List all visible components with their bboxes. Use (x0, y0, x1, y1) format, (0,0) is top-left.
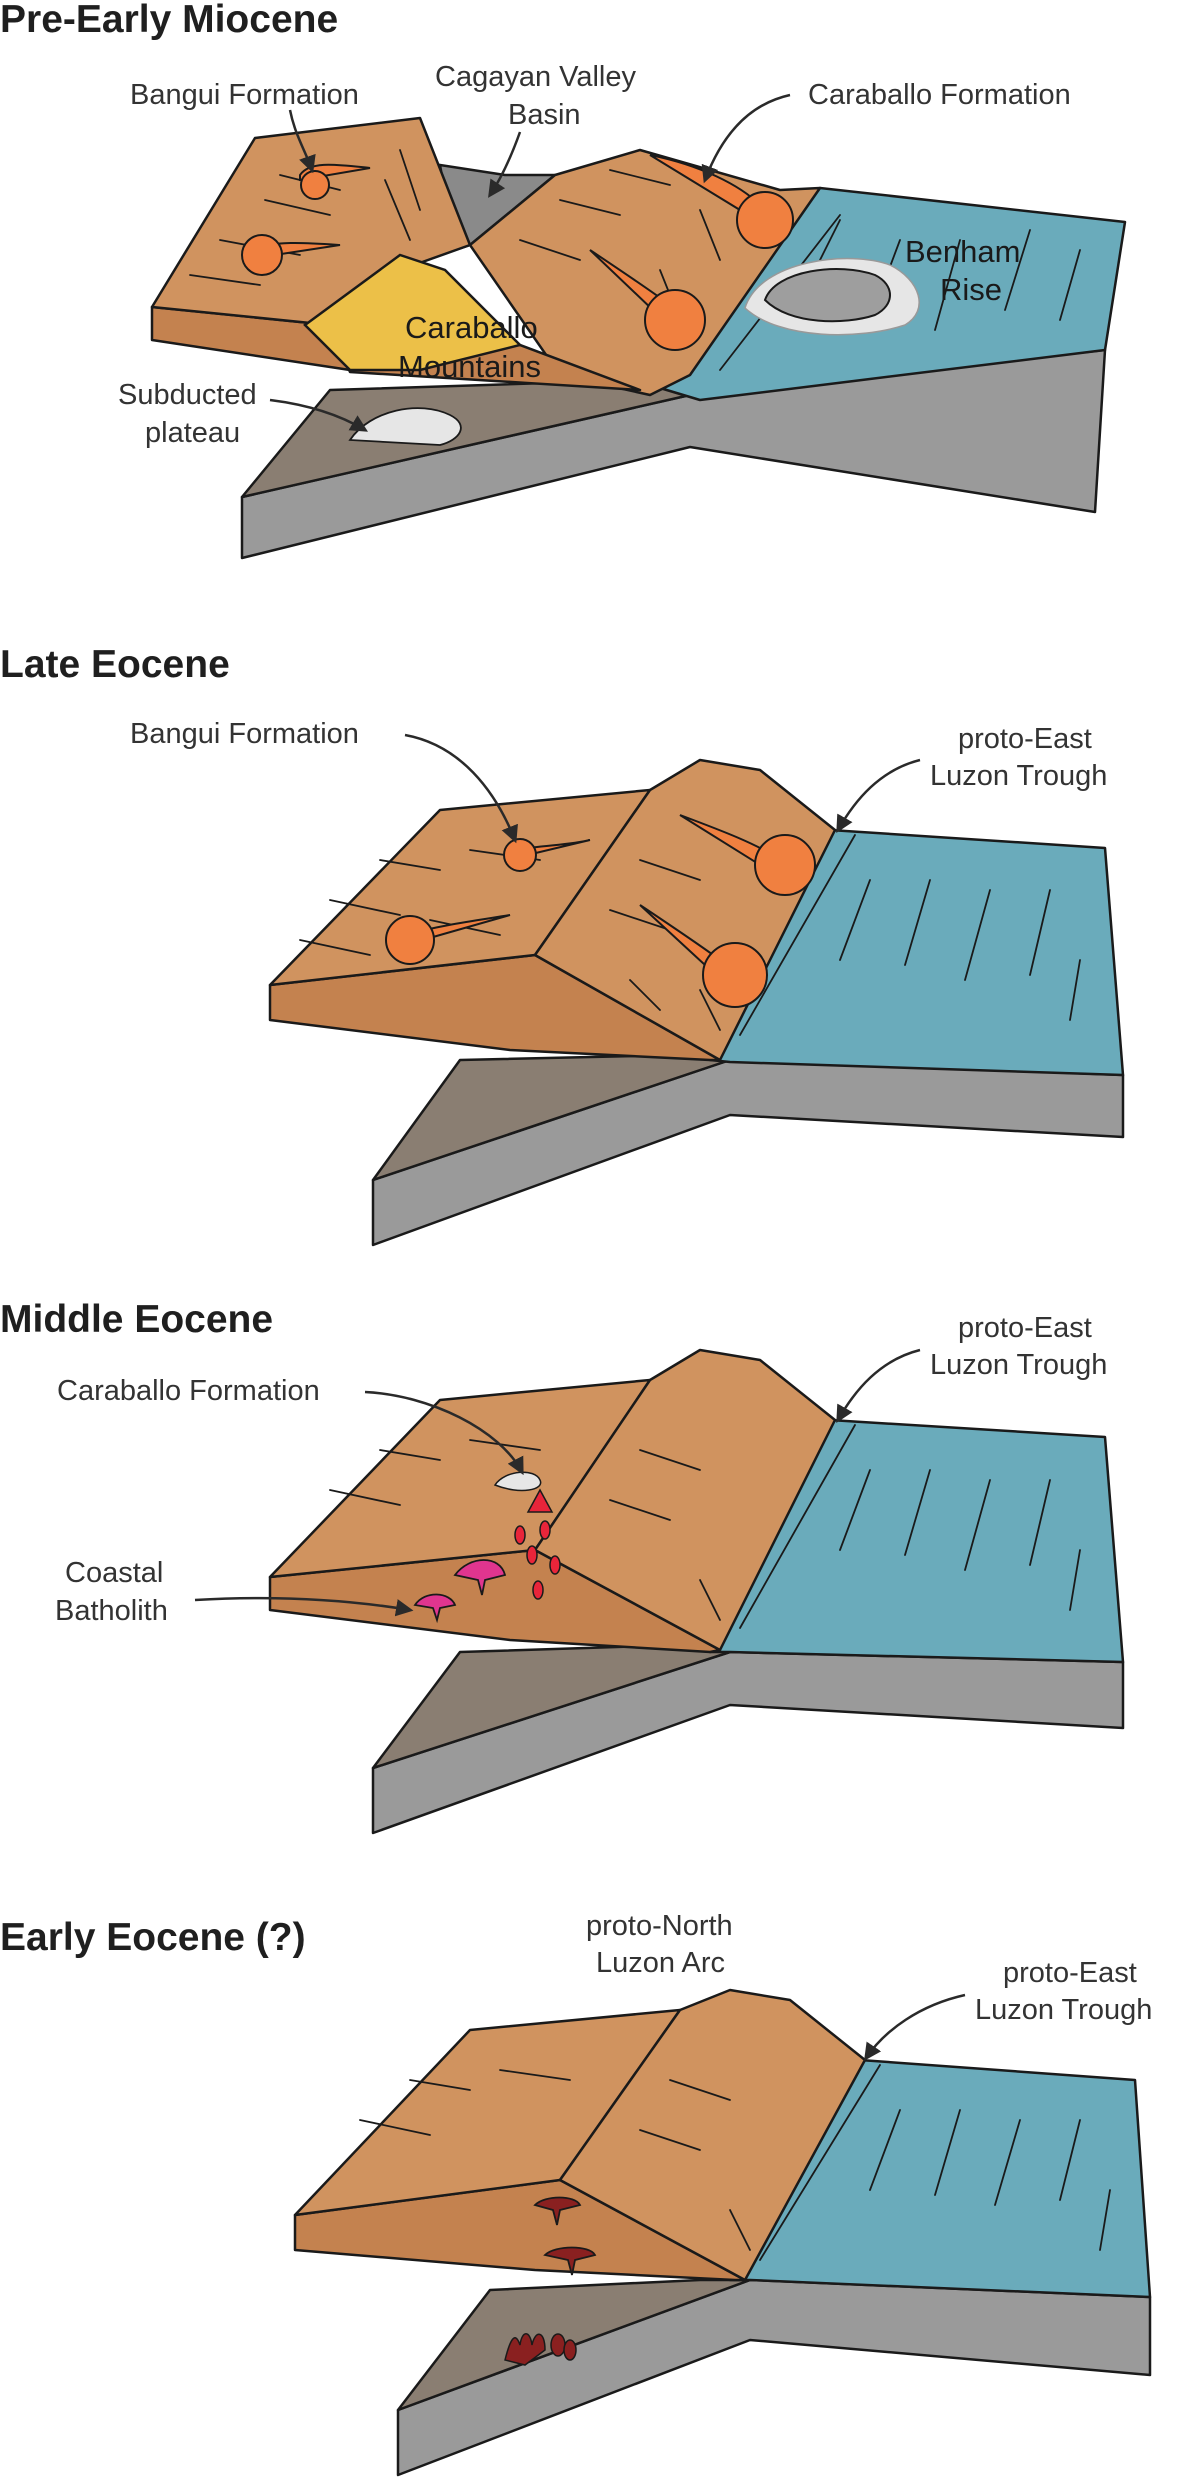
caraballo-mountains (303, 253, 523, 372)
panel-title: Early Eocene (?) (0, 1916, 306, 1959)
panel-middle-eocene: Middle Eocene (0, 1298, 1125, 1835)
panel-early-eocene: Early Eocene (?) (0, 1910, 1152, 2477)
arrow-cagayan (488, 131, 522, 198)
label-cagayan-valley-2: Basin (508, 99, 581, 131)
label-mountains-1: Caraballo (405, 310, 538, 345)
label-benham-1: Benham (905, 234, 1020, 269)
label-trough-2: Luzon Trough (930, 760, 1107, 792)
panel-late-eocene: Late Eocene (0, 643, 1125, 1247)
right-block-top (558, 1988, 867, 2282)
early-intrusions (504, 2196, 597, 2366)
ocean-lines (759, 2064, 1111, 2261)
label-cagayan-valley-1: Cagayan Valley (435, 61, 636, 93)
crust-hatching (299, 849, 721, 1031)
label-trough-1: proto-East (958, 1312, 1092, 1344)
fan-deposits (385, 814, 816, 1008)
label-arc-1: proto-North (586, 1910, 733, 1942)
label-plateau-1: Subducted (118, 379, 257, 411)
label-caraballo-formation: Caraballo Formation (57, 1375, 320, 1407)
label-bangui-formation: Bangui Formation (130, 79, 359, 111)
label-trough-2: Luzon Trough (930, 1349, 1107, 1381)
coastal-batholith-intrusions (413, 1520, 561, 1624)
volcanic-plume (493, 1471, 542, 1492)
label-trough-2: Luzon Trough (975, 1994, 1152, 2026)
arrow-batholith (194, 1596, 414, 1617)
panel-pre-early-miocene: Pre-Early Miocene (0, 0, 1127, 560)
arrow-bangui (404, 733, 518, 844)
right-block-top (533, 758, 837, 1062)
volcano (526, 1488, 554, 1513)
arrow-plateau (269, 398, 369, 432)
right-block-top (533, 1348, 837, 1652)
label-batholith-1: Coastal (65, 1557, 163, 1589)
label-batholith-2: Batholith (55, 1595, 168, 1627)
ocean-lines (739, 1424, 1081, 1629)
subducted-plateau (348, 407, 462, 446)
ocean-lines (739, 834, 1081, 1036)
label-arc-2: Luzon Arc (596, 1947, 725, 1979)
panel-title: Pre-Early Miocene (0, 0, 338, 41)
arrow-trough (864, 1993, 966, 2061)
panel-title: Middle Eocene (0, 1298, 273, 1341)
arrow-caraballo-formation (701, 93, 791, 184)
label-trough-1: proto-East (1003, 1957, 1137, 1989)
panel-title: Late Eocene (0, 643, 230, 686)
arrow-bangui (288, 109, 316, 174)
fan-deposits (241, 154, 794, 351)
arrow-trough (836, 1348, 921, 1424)
arrow-caraballo-formation (364, 1390, 524, 1476)
benham-rise (763, 268, 891, 323)
label-plateau-2: plateau (145, 417, 240, 449)
label-bangui-formation: Bangui Formation (130, 718, 359, 750)
label-caraballo-formation: Caraballo Formation (808, 79, 1071, 111)
label-trough-1: proto-East (958, 723, 1092, 755)
label-mountains-2: Mountains (398, 349, 541, 384)
arrow-trough (836, 758, 921, 834)
crust-hatching (329, 1439, 721, 1621)
crust-hatching (359, 2069, 751, 2251)
label-benham-2: Rise (940, 272, 1002, 307)
